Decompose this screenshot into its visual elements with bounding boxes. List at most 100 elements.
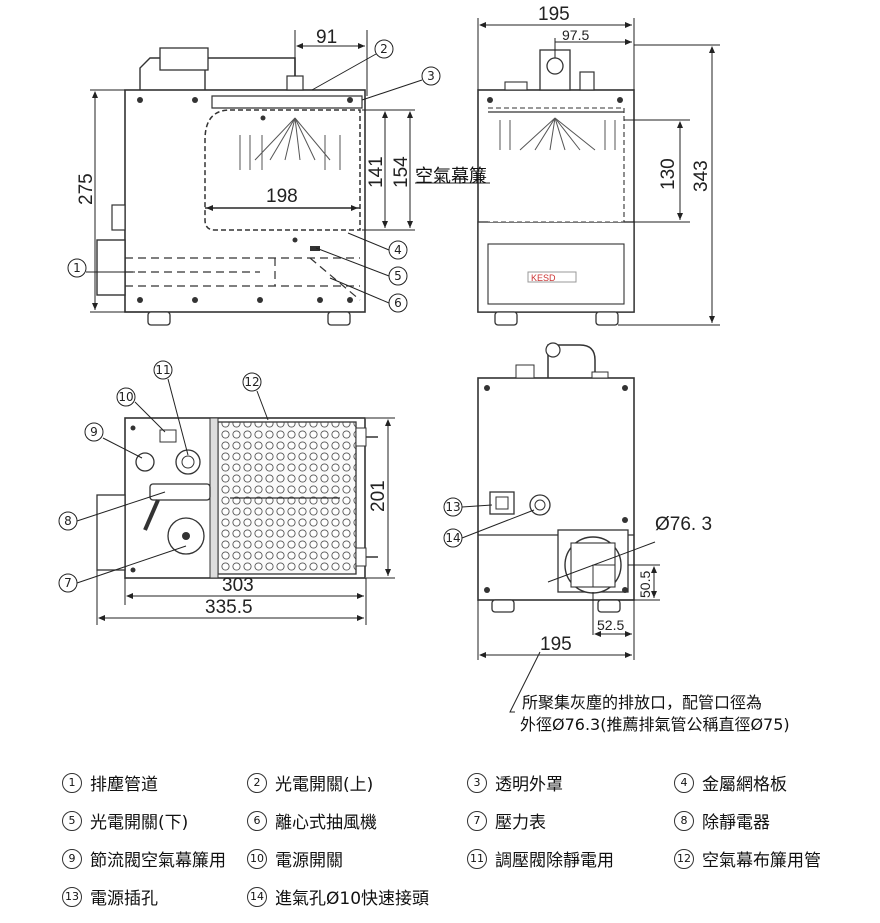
- legend-item-7: 7 壓力表: [467, 808, 546, 833]
- callout-circle-4: [388, 240, 408, 260]
- air-curtain-label: 空氣幕簾: [415, 166, 487, 187]
- legend-number: 3: [467, 772, 487, 793]
- callout-circle-5: [388, 266, 408, 286]
- legend-text: 光電開關(下): [90, 813, 189, 833]
- legend-item-10: 10 電源開關: [247, 846, 343, 871]
- legend-item-8: 8 除靜電器: [674, 808, 770, 833]
- callout-circle-7: [58, 573, 78, 593]
- brand-logo: KESD: [531, 273, 556, 283]
- dim-198: 198: [266, 186, 298, 207]
- legend-item-9: 9 節流閥空氣幕簾用: [62, 846, 226, 871]
- dim-303: 303: [222, 575, 254, 596]
- legend-text: 光電開關(上): [275, 775, 374, 795]
- legend-number: 11: [467, 848, 487, 869]
- legend-item-12: 12 空氣幕布簾用管: [674, 846, 821, 871]
- legend-item-11: 11 調壓閥除靜電用: [467, 846, 614, 871]
- dim-201: 201: [368, 480, 389, 512]
- callout-number-1: 1: [73, 261, 81, 275]
- legend-text: 空氣幕布簾用管: [702, 851, 821, 871]
- dim-diameter: Ø76. 3: [655, 514, 712, 535]
- callout-leader-13: [461, 504, 493, 508]
- legend-number: 6: [247, 810, 267, 831]
- callout-number-5: 5: [394, 269, 402, 283]
- callout-number-6: 6: [394, 296, 402, 310]
- legend-number: 9: [62, 848, 82, 869]
- callout-leader-3: [361, 79, 423, 101]
- legend-number: 12: [674, 848, 694, 869]
- dim-52-5: 52.5: [597, 617, 624, 633]
- dim-91: 91: [316, 27, 337, 48]
- dim-195-top: 195: [538, 4, 570, 25]
- callout-number-8: 8: [64, 514, 72, 528]
- technical-drawing: 275 91 198 141 154 KESD: [58, 4, 790, 734]
- callout-number-3: 3: [427, 69, 435, 83]
- legend-number: 13: [62, 886, 82, 907]
- callout-number-14: 14: [445, 531, 460, 545]
- dim-50-5: 50.5: [637, 571, 653, 598]
- dim-130: 130: [658, 158, 679, 190]
- dim-335-5: 335.5: [205, 597, 253, 618]
- legend-text: 壓力表: [495, 813, 546, 833]
- legend-item-14: 14 進氣孔Ø10快速接頭: [247, 884, 429, 909]
- callout-leader-14: [461, 509, 535, 539]
- callout-number-7: 7: [64, 576, 72, 590]
- legend-number: 7: [467, 810, 487, 831]
- legend-text: 調壓閥除靜電用: [495, 851, 614, 871]
- dim-195-bottom: 195: [540, 634, 572, 655]
- callout-leader-5: [315, 247, 390, 277]
- legend-number: 14: [247, 886, 267, 907]
- callout-number-12: 12: [244, 375, 259, 389]
- callout-circle-2: [374, 39, 394, 59]
- callout-number-4: 4: [394, 243, 402, 257]
- callout-leader-10: [134, 401, 166, 433]
- callout-leader-4: [347, 232, 390, 251]
- legend-text: 除靜電器: [702, 813, 770, 833]
- legend-text: 節流閥空氣幕簾用: [90, 851, 226, 871]
- legend-number: 4: [674, 772, 694, 793]
- legend-text: 進氣孔Ø10快速接頭: [275, 889, 430, 909]
- legend-number: 1: [62, 772, 82, 793]
- callout-number-13: 13: [445, 500, 460, 514]
- legend-item-2: 2 光電開關(上): [247, 770, 373, 795]
- callout-leader-2: [311, 53, 377, 91]
- callout-leader-8: [76, 491, 166, 522]
- side-view: 275 91 198 141 154: [76, 27, 415, 326]
- callout-circle-1: [67, 258, 87, 278]
- legend-text: 金屬網格板: [702, 775, 787, 795]
- legend-text: 透明外罩: [495, 775, 563, 795]
- legend-number: 2: [247, 772, 267, 793]
- callout-number-11: 11: [155, 363, 170, 377]
- callout-leader-11: [167, 378, 189, 456]
- legend-number: 8: [674, 810, 694, 831]
- legend-text: 離心式抽風機: [275, 813, 377, 833]
- exhaust-note-line2: 外徑Ø76.3(推薦排氣管公稱直徑Ø75): [520, 715, 790, 734]
- dim-97-5: 97.5: [562, 27, 589, 43]
- dim-154: 154: [391, 156, 412, 188]
- legend-item-4: 4 金屬網格板: [674, 770, 787, 795]
- callout-leader-12: [256, 390, 269, 421]
- callout-circle-6: [388, 293, 408, 313]
- legend-item-13: 13 電源插孔: [62, 884, 158, 909]
- callout-circle-12: [242, 372, 262, 392]
- front-view: KESD: [477, 4, 720, 326]
- callout-circle-10: [116, 387, 136, 407]
- callout-leader-6: [329, 277, 390, 304]
- callout-number-10: 10: [118, 390, 133, 404]
- callout-number-2: 2: [380, 42, 388, 56]
- legend-text: 電源開關: [275, 851, 343, 871]
- callout-circle-14: [443, 528, 463, 548]
- callout-number-9: 9: [90, 425, 98, 439]
- dim-275: 275: [76, 173, 97, 205]
- legend-item-6: 6 離心式抽風機: [247, 808, 377, 833]
- callout-leader-9: [102, 437, 143, 459]
- legend-text: 電源插孔: [90, 889, 158, 909]
- legend-number: 10: [247, 848, 267, 869]
- dim-343: 343: [691, 160, 712, 192]
- callout-circle-11: [153, 360, 173, 380]
- top-view: 201 303 335.5: [96, 417, 395, 625]
- dim-141: 141: [366, 156, 387, 188]
- callout-circle-13: [443, 497, 463, 517]
